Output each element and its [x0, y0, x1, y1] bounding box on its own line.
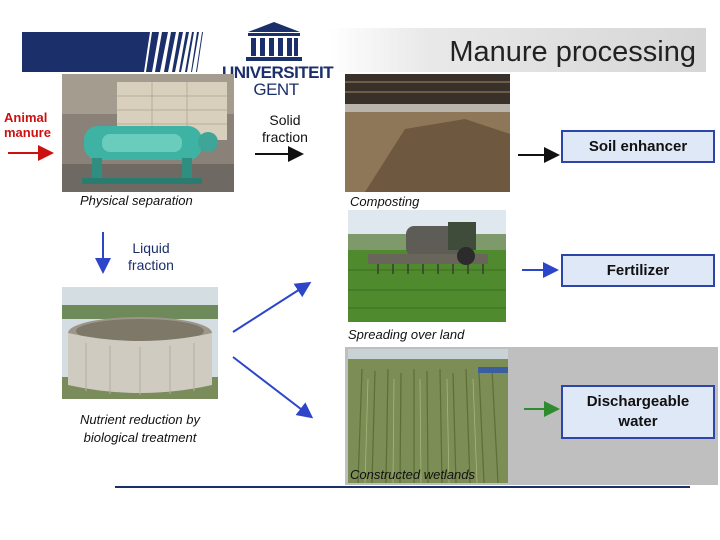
arrow-to-spreading	[232, 281, 312, 333]
wetlands-photo	[348, 349, 508, 483]
slide-title: Manure processing	[449, 36, 696, 68]
composting-caption: Composting	[350, 194, 420, 209]
spreading-photo	[348, 210, 506, 322]
nutrient-reduction-caption: Nutrient reduction by biological treatme…	[80, 412, 200, 445]
arrow-to-wetlands	[232, 356, 314, 419]
spreading-caption: Spreading over land	[348, 327, 465, 342]
title-band	[330, 28, 706, 72]
animal-manure-label: Animal manure	[4, 110, 51, 140]
composting-photo	[345, 74, 510, 192]
university-line2: GENT	[253, 80, 299, 99]
dischargeable-water-box: Dischargeable water	[561, 385, 715, 439]
solid-fraction-label: Solid fraction	[262, 112, 308, 145]
liquid-fraction-label: Liquid fraction	[128, 240, 174, 273]
physical-separation-caption: Physical separation	[80, 193, 193, 208]
wetlands-caption: Constructed wetlands	[350, 467, 476, 482]
centrifuge-photo	[62, 74, 234, 192]
soil-enhancer-box: Soil enhancer	[561, 130, 715, 163]
bottom-rule	[115, 486, 690, 488]
treatment-basin-photo	[62, 287, 218, 399]
university-line1: UNIVERSITEIT	[222, 63, 334, 82]
ghent-stripes-logo	[22, 32, 203, 72]
university-name: UNIVERSITEIT GENT	[222, 63, 334, 99]
fertilizer-box: Fertilizer	[561, 254, 715, 287]
university-building-logo	[246, 22, 302, 61]
